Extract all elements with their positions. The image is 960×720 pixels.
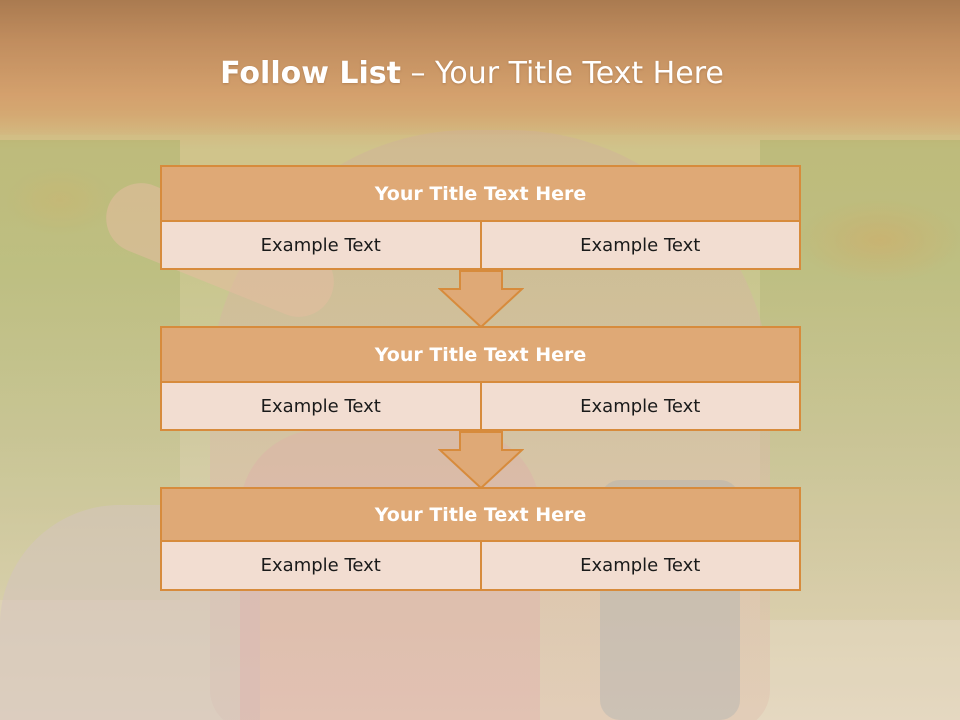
down-arrow-icon [438, 431, 524, 490]
header-band [0, 0, 960, 135]
step-box-3: Your Title Text Here Example Text Exampl… [160, 487, 801, 591]
step-title-3: Your Title Text Here [160, 487, 801, 542]
step-3-left-cell: Example Text [160, 542, 482, 591]
step-3-right-cell: Example Text [481, 542, 801, 591]
step-1-left-cell: Example Text [160, 222, 482, 270]
step-2-left-cell: Example Text [160, 383, 482, 431]
step-title-1: Your Title Text Here [160, 165, 801, 222]
step-row-3: Example Text Example Text [160, 542, 801, 591]
slide-title: Follow List – Your Title Text Here [0, 56, 944, 91]
step-row-1: Example Text Example Text [160, 222, 801, 270]
step-1-right-cell: Example Text [481, 222, 801, 270]
step-row-2: Example Text Example Text [160, 383, 801, 431]
step-2-right-cell: Example Text [481, 383, 801, 431]
step-title-2: Your Title Text Here [160, 326, 801, 383]
title-strong: Follow List [220, 56, 401, 91]
title-rest: – Your Title Text Here [400, 56, 724, 91]
down-arrow-icon [438, 270, 524, 329]
step-box-1: Your Title Text Here Example Text Exampl… [160, 165, 801, 270]
step-box-2: Your Title Text Here Example Text Exampl… [160, 326, 801, 431]
